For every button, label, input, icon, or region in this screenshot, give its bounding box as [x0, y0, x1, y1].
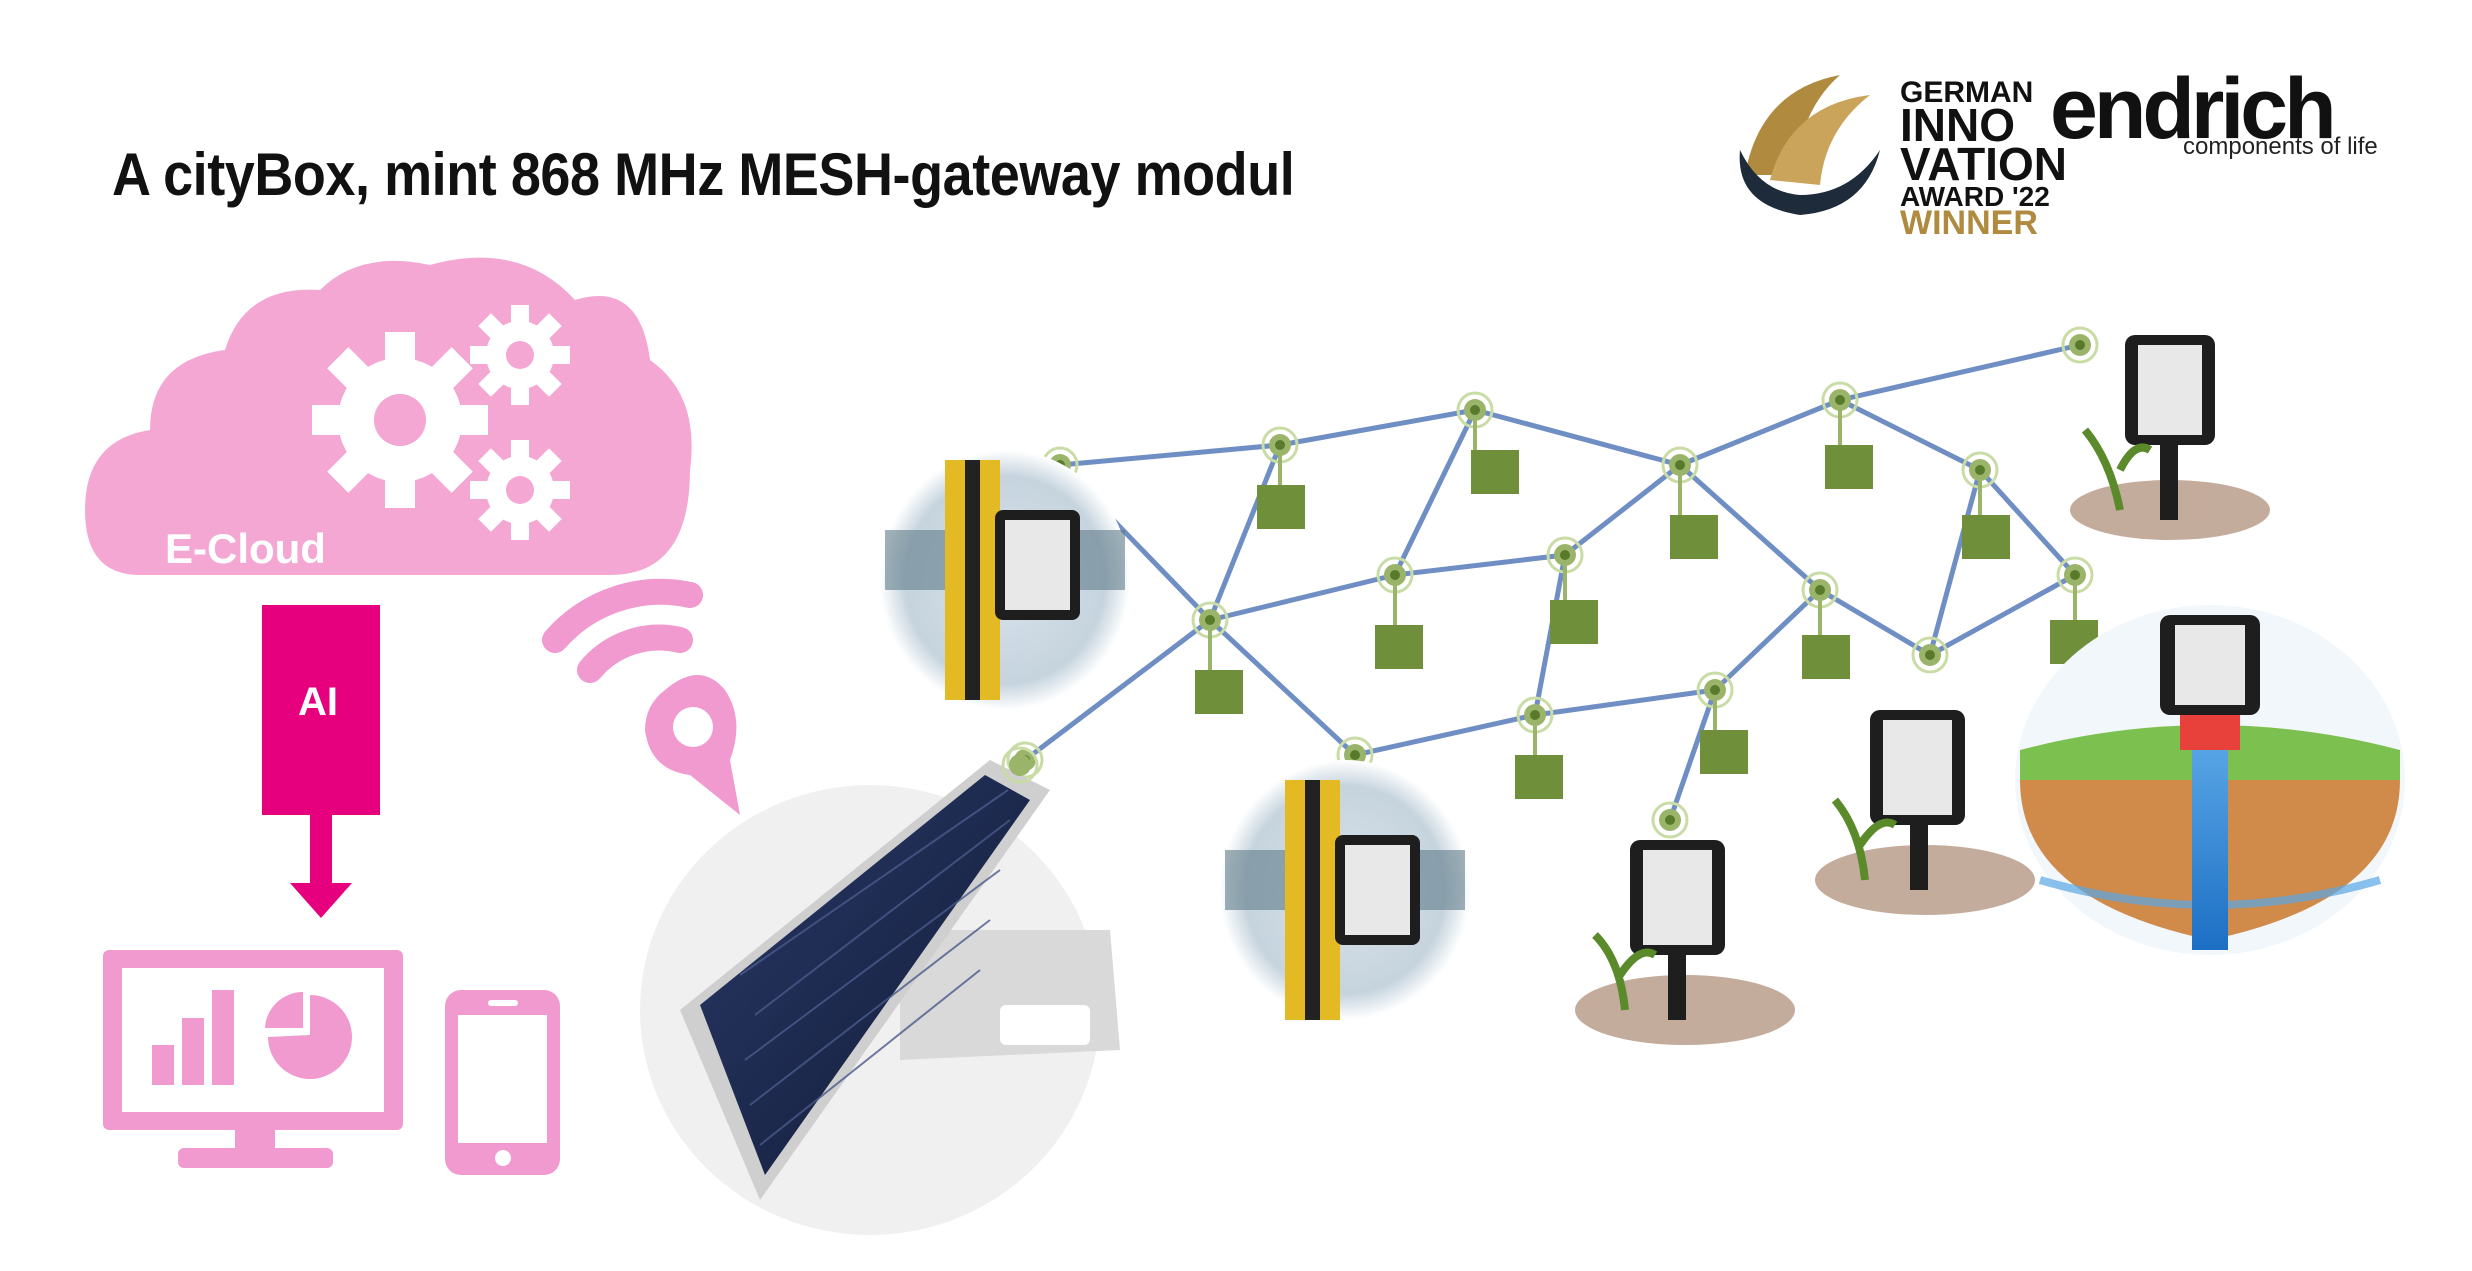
mesh-node-icon	[1696, 671, 1748, 774]
monitor-dashboard-icon	[103, 950, 403, 1168]
water-gauge-photo-2	[1220, 760, 1470, 1020]
mesh-node-icon	[1375, 556, 1423, 669]
mesh-node-icon	[1821, 381, 1873, 489]
cloud-label: E-Cloud	[165, 525, 326, 572]
e-cloud-icon	[85, 257, 692, 575]
mesh-node-icon	[1257, 426, 1305, 529]
soil-sensor-photo-2	[1575, 840, 1795, 1045]
water-gauge-photo-1	[880, 450, 1130, 710]
mesh-nodes	[1006, 326, 2099, 839]
mesh-node-icon	[1191, 601, 1243, 714]
mesh-node-icon	[1515, 696, 1563, 799]
award-line: VATION	[1900, 138, 2067, 191]
brand-logo: endrich	[2050, 61, 2337, 157]
brand-tagline: components of life	[2183, 133, 2378, 160]
ai-label: AI	[298, 680, 338, 724]
ai-arrow-icon	[262, 605, 380, 918]
mesh-node-icon	[1661, 446, 1718, 559]
page-title: A cityBox, mint 868 MHz MESH-gateway mod…	[112, 141, 1295, 208]
award-line: WINNER	[1900, 203, 2038, 242]
smartphone-icon	[445, 990, 560, 1175]
award-line: INNO	[1900, 98, 2015, 151]
mesh-node-icon	[1456, 391, 1519, 494]
award-line: GERMAN	[1900, 76, 2034, 109]
award-badge: GERMAN INNO VATION AWARD '22 WINNER	[1900, 76, 2067, 242]
soil-sensor-photo-3	[1815, 710, 2035, 915]
groundwater-well-photo	[2015, 605, 2405, 955]
mesh-node-icon	[1651, 801, 1689, 839]
mesh-node-icon	[2061, 326, 2099, 364]
wireless-pin-icon	[542, 578, 740, 815]
citybox-solar-gateway-photo	[640, 746, 1120, 1235]
award-logo-icon	[1739, 75, 1880, 215]
mesh-node-icon	[2050, 556, 2098, 664]
mesh-node-icon	[1961, 451, 2010, 559]
soil-sensor-photo-1	[2070, 335, 2270, 540]
mesh-node-icon	[1546, 536, 1598, 644]
mesh-node-icon	[1911, 636, 1949, 674]
award-line: AWARD '22	[1900, 180, 2050, 212]
mesh-node-icon	[1801, 571, 1850, 679]
